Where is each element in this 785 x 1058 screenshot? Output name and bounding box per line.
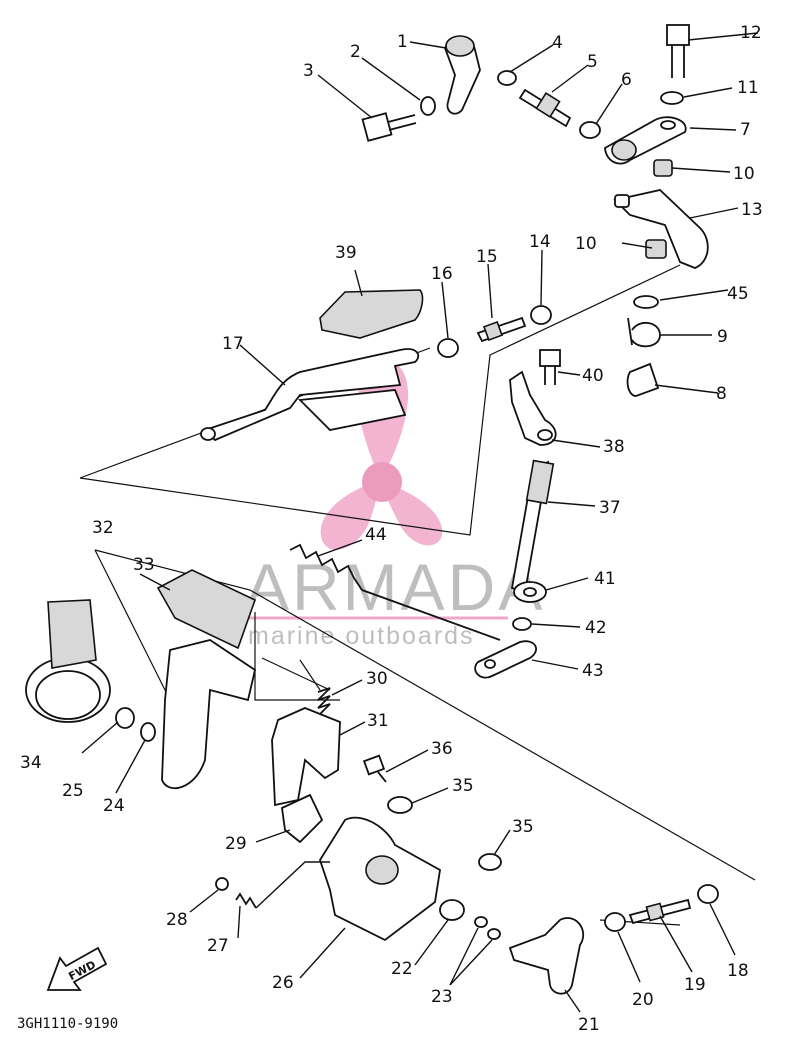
label-part-39: 39 [335, 243, 357, 263]
label-part-24: 24 [103, 796, 125, 816]
label-part-9: 9 [717, 327, 728, 347]
label-part-30: 30 [366, 669, 388, 689]
diagram-ref-code: 3GH1110-9190 [17, 1016, 118, 1032]
label-part-33: 33 [133, 555, 155, 575]
label-part-41: 41 [594, 569, 616, 589]
label-part-36: 36 [431, 739, 453, 759]
label-part-22: 22 [391, 959, 413, 979]
label-part-17: 17 [222, 334, 244, 354]
label-part-20: 20 [632, 990, 654, 1010]
label-part-7: 7 [740, 120, 751, 140]
label-part-18: 18 [727, 961, 749, 981]
watermark: ARMADA marine outboards [245, 361, 545, 650]
label-part-15: 15 [476, 247, 498, 267]
watermark-tagline: marine outboards [248, 622, 475, 650]
middle-group [200, 289, 561, 679]
label-part-35-upper: 35 [452, 776, 474, 796]
label-part-32: 32 [92, 518, 114, 538]
watermark-brand: ARMADA [245, 550, 545, 624]
label-part-23: 23 [431, 987, 453, 1007]
label-part-45: 45 [727, 284, 749, 304]
label-part-42: 42 [585, 618, 607, 638]
label-part-40: 40 [582, 366, 604, 386]
label-part-10-lower: 10 [575, 234, 597, 254]
part-labels: 1 2 3 4 5 6 7 8 9 10 10 11 12 13 14 15 1… [20, 23, 763, 1035]
label-part-12: 12 [740, 23, 762, 43]
label-part-2: 2 [350, 42, 361, 62]
label-part-6: 6 [621, 70, 632, 90]
label-part-31: 31 [367, 711, 389, 731]
label-part-10-upper: 10 [733, 164, 755, 184]
label-part-34: 34 [20, 753, 42, 773]
label-part-8: 8 [716, 384, 727, 404]
label-part-1: 1 [397, 32, 408, 52]
left-grip-group [25, 569, 719, 995]
label-part-5: 5 [587, 52, 598, 72]
label-part-37: 37 [599, 498, 621, 518]
label-part-19: 19 [684, 975, 706, 995]
label-part-38: 38 [603, 437, 625, 457]
label-part-3: 3 [303, 61, 314, 81]
label-part-28: 28 [166, 910, 188, 930]
label-part-13: 13 [741, 200, 763, 220]
fwd-arrow: FWD [46, 946, 108, 991]
top-linkage [361, 24, 709, 397]
leader-lines [81, 32, 759, 1013]
label-part-43: 43 [582, 661, 604, 681]
label-part-27: 27 [207, 936, 229, 956]
label-part-29: 29 [225, 834, 247, 854]
label-part-4: 4 [552, 33, 563, 53]
label-part-21: 21 [578, 1015, 600, 1035]
label-part-26: 26 [272, 973, 294, 993]
label-part-25: 25 [62, 781, 84, 801]
label-part-35-lower: 35 [512, 817, 534, 837]
label-part-44: 44 [365, 525, 387, 545]
label-part-14: 14 [529, 232, 551, 252]
label-part-11: 11 [737, 78, 759, 98]
label-part-16: 16 [431, 264, 453, 284]
